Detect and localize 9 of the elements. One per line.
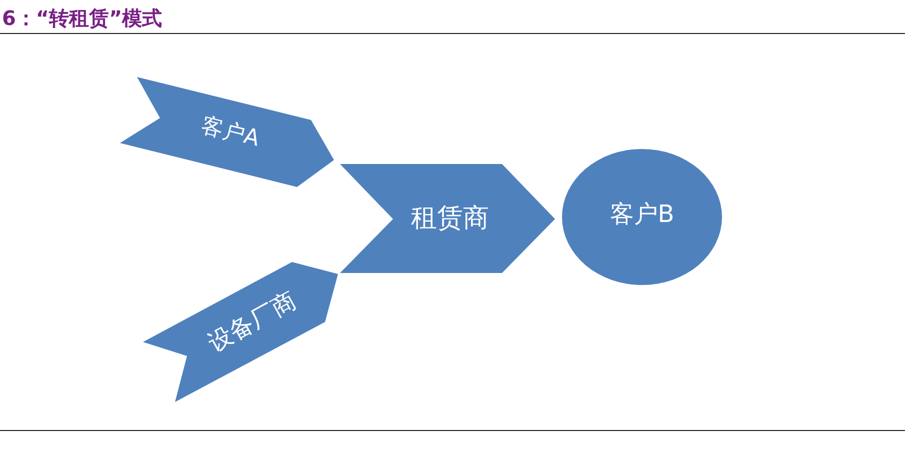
diagram-title: 6：“转租赁”模式 — [2, 6, 162, 30]
node-label: 客户B — [610, 200, 674, 228]
chevron-arrow — [143, 262, 338, 402]
node-label: 客户A — [198, 114, 262, 152]
ellipse-shape — [562, 149, 722, 285]
node-label: 租赁商 — [411, 204, 489, 234]
chevron-arrow — [340, 164, 555, 273]
chevron-arrow — [120, 77, 334, 187]
node-label: 设备厂商 — [204, 287, 300, 357]
